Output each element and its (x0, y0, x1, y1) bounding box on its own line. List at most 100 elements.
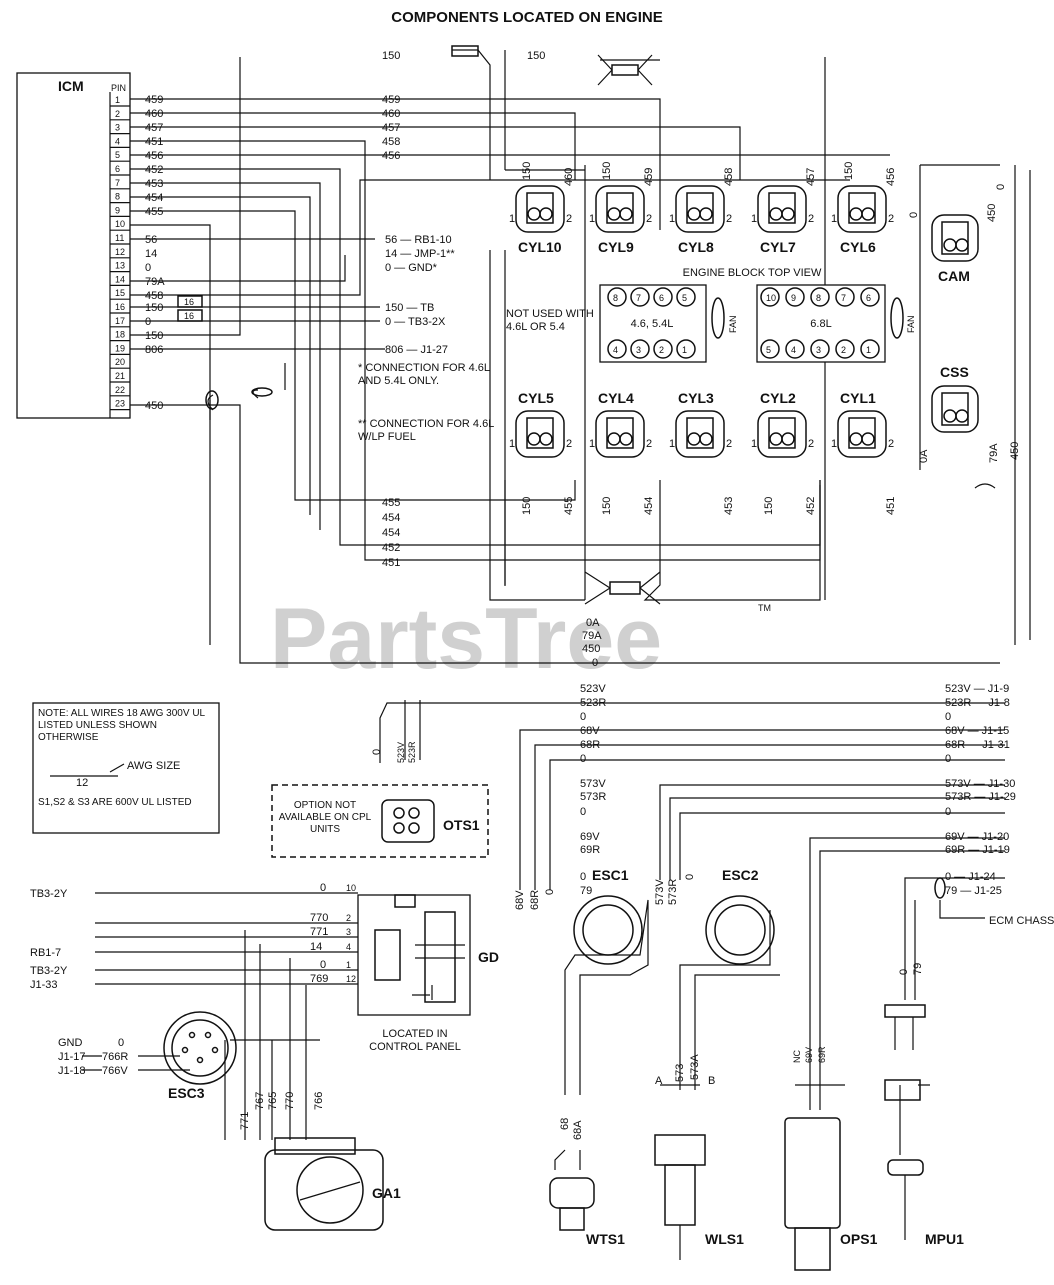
svg-text:1: 1 (831, 438, 837, 450)
svg-text:457: 457 (382, 122, 400, 134)
svg-text:NC: NC (792, 1050, 802, 1063)
cylinder-label-3: CYL2 (760, 390, 796, 406)
cylinder-label-2: CYL3 (678, 390, 714, 406)
svg-text:79: 79 (912, 963, 924, 975)
svg-text:J1-18: J1-18 (58, 1065, 86, 1077)
svg-text:454: 454 (643, 497, 655, 515)
ref-0b: 0 — TB3-2X (385, 316, 446, 328)
svg-text:2: 2 (566, 213, 572, 225)
block-cyl-2 (835, 339, 855, 359)
svg-text:2: 2 (726, 213, 732, 225)
icm-pin-12: 12 (115, 247, 125, 257)
bus-ref-12: 79 — J1-25 (945, 885, 1002, 897)
svg-text:455: 455 (563, 497, 575, 515)
svg-text:573A: 573A (689, 1054, 701, 1080)
icm-pin-23: 23 (115, 399, 125, 409)
svg-text:6: 6 (866, 293, 871, 303)
svg-text:2: 2 (888, 438, 894, 450)
ref-806: 806 — J1-27 (385, 344, 448, 356)
block-cyl-8 (607, 287, 627, 307)
svg-text:5: 5 (766, 345, 771, 355)
svg-text:2: 2 (659, 345, 664, 355)
svg-text:0: 0 (592, 657, 598, 669)
wts1-label: WTS1 (586, 1231, 625, 1247)
block-cyl-4 (607, 339, 627, 359)
engine-block-top-view: ENGINE BLOCK TOP VIEW (683, 267, 822, 279)
svg-text:457: 457 (145, 122, 163, 134)
bus-wire-5: 0 (580, 753, 586, 765)
wls1-sensor: A B 573 573A WLS1 (654, 1040, 744, 1260)
svg-text:459: 459 (145, 94, 163, 106)
icm-pin-13: 13 (115, 261, 125, 271)
svg-text:766: 766 (313, 1092, 325, 1110)
svg-text:456: 456 (382, 150, 400, 162)
block-cyl-3 (630, 339, 650, 359)
svg-text:4: 4 (613, 345, 618, 355)
svg-text:8: 8 (816, 293, 821, 303)
icm-pin-header: PIN (111, 83, 126, 93)
icm-pin-1: 1 (115, 95, 120, 105)
svg-text:0: 0 (898, 969, 910, 975)
svg-text:150: 150 (145, 330, 163, 342)
bus-wire-12: 79 (580, 885, 592, 897)
svg-text:460: 460 (563, 168, 575, 186)
bus-ref-3: 68V — J1-15 (945, 725, 1009, 737)
cylinder-label-2: CYL8 (678, 239, 714, 255)
bus-wire-11: 0 (580, 871, 586, 883)
svg-text:150: 150 (521, 497, 533, 515)
ots1-option-box (271, 784, 489, 858)
svg-text:9: 9 (791, 293, 796, 303)
icm-pin-9: 9 (115, 205, 120, 215)
svg-text:14: 14 (145, 248, 157, 260)
svg-text:150: 150 (601, 162, 613, 180)
bottom-bus-labels: 0A 79A 450 0 (582, 617, 602, 669)
gd-pin-2: 3 (346, 927, 351, 937)
svg-text:68R: 68R (529, 890, 541, 910)
svg-text:454: 454 (382, 512, 400, 524)
icm-harness-top (130, 57, 1000, 664)
ga1-label: GA1 (372, 1185, 401, 1201)
svg-text:573: 573 (674, 1064, 686, 1082)
bus-wire-4: 68R (580, 739, 600, 751)
cylinder-label-1: CYL9 (598, 239, 634, 255)
svg-text:771: 771 (239, 1112, 251, 1130)
svg-text:451: 451 (885, 497, 897, 515)
icm-label: ICM (58, 78, 84, 94)
cylinder-label-0: CYL5 (518, 390, 554, 406)
svg-text:451: 451 (145, 136, 163, 148)
svg-text:68: 68 (559, 1118, 571, 1130)
gd-from-0: TB3-2Y (30, 888, 68, 900)
fan-a-icon (711, 297, 725, 339)
svg-text:0A: 0A (586, 617, 600, 629)
bus-wire-7: 573R (580, 791, 606, 803)
svg-text:454: 454 (382, 527, 400, 539)
bus-wire-6: 573V (580, 778, 606, 790)
cam-sensor: CAM 0 450 0 (908, 164, 1007, 470)
gd-pin-1: 2 (346, 913, 351, 923)
block-cyl-6 (653, 287, 673, 307)
svg-text:453: 453 (145, 178, 163, 190)
svg-text:150: 150 (382, 50, 400, 62)
icm-pin-11: 11 (115, 233, 124, 243)
svg-text:68A: 68A (572, 1120, 584, 1140)
ref-0: 0 — GND* (385, 262, 438, 274)
svg-text:523R: 523R (407, 741, 417, 763)
svg-text:0: 0 (908, 212, 920, 218)
svg-text:456: 456 (885, 168, 897, 186)
svg-text:150: 150 (527, 50, 545, 62)
svg-text:450: 450 (145, 400, 163, 412)
svg-text:450: 450 (986, 204, 998, 222)
svg-text:2: 2 (646, 438, 652, 450)
svg-text:3: 3 (636, 345, 641, 355)
bus-ref-7: 573R — J1-29 (945, 791, 1016, 803)
